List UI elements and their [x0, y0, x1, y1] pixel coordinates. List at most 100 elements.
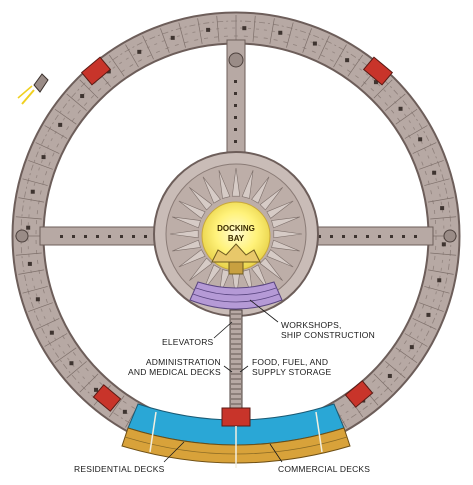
ring-window [35, 297, 40, 302]
spoke-window [234, 80, 237, 83]
hub-rib [218, 170, 231, 199]
ring-bulkhead [142, 35, 154, 60]
ring-bulkhead [54, 347, 77, 364]
spoke-window [402, 235, 405, 238]
ring-bulkhead [15, 216, 42, 220]
label-food-line2: SUPPLY STORAGE [252, 367, 332, 377]
hub-rib [189, 257, 213, 281]
ring-bulkhead [22, 178, 48, 186]
ring-window [122, 409, 127, 414]
callout-lines [163, 299, 283, 463]
spoke-window [234, 92, 237, 95]
ring-bulkhead [178, 22, 186, 48]
hub-rib [273, 229, 303, 239]
spoke-window [414, 235, 417, 238]
ring-bulkhead [66, 361, 87, 379]
ring-window [69, 361, 74, 366]
label-admin-medical: ADMINISTRATION AND MEDICAL DECKS [128, 357, 221, 377]
spoke-window [108, 235, 111, 238]
ring-bulkhead [430, 252, 457, 256]
ring-bulkhead [424, 178, 450, 186]
ring-window [58, 122, 63, 127]
ring-window [94, 387, 99, 392]
label-commercial: COMMERCIAL DECKS [278, 464, 371, 474]
spoke-window [60, 235, 63, 238]
ring-bulkhead [395, 347, 418, 364]
ring-bulkhead [373, 373, 393, 393]
ring-window [170, 35, 175, 40]
ring-window [409, 345, 414, 350]
ring-bulkhead [419, 302, 444, 312]
ring-bulkhead [216, 15, 220, 42]
ring-window [26, 225, 31, 230]
ring-bulkhead [79, 79, 99, 99]
spoke-window [120, 235, 123, 238]
ring-bulkhead [412, 142, 437, 154]
hub-rib [266, 200, 294, 219]
label-residential: RESIDENTIAL DECKS [74, 464, 165, 474]
ring-window [440, 206, 445, 211]
label-workshops-line2: SHIP CONSTRUCTION [281, 330, 375, 340]
ring-bulkhead [333, 44, 347, 68]
ring-window [398, 106, 403, 111]
ring-bulkhead [108, 395, 125, 418]
ring-bulkhead [160, 28, 170, 53]
spoke-window [72, 235, 75, 238]
hub-rib [259, 187, 283, 211]
ring-window [278, 30, 283, 35]
spoke-window [234, 140, 237, 143]
ring-bulkhead [28, 302, 53, 312]
ring-window [41, 155, 46, 160]
ring-window [106, 69, 111, 74]
spoke-window [144, 235, 147, 238]
ring-bulkhead [318, 35, 330, 60]
ring-bulkhead [286, 22, 294, 48]
ring-bulkhead [79, 373, 99, 393]
ring-bulkhead [395, 108, 418, 125]
ring-bulkhead [15, 252, 42, 256]
spoke-window [366, 235, 369, 238]
ring-window [206, 27, 211, 32]
ring-bulkhead [125, 44, 139, 68]
ring-red-modules [80, 56, 394, 412]
label-workshops-line1: WORKSHOPS, [281, 320, 342, 330]
ring-window [137, 49, 142, 54]
label-workshops: WORKSHOPS, SHIP CONSTRUCTION [281, 320, 375, 340]
spoke-window [354, 235, 357, 238]
ring-bulkhead [66, 93, 87, 111]
ring-bulkhead [269, 18, 275, 45]
label-admin-line2: AND MEDICAL DECKS [128, 367, 221, 377]
ring-bulkhead [419, 160, 444, 170]
hub-rib [189, 187, 213, 211]
ring-bulkhead [44, 125, 68, 139]
label-elevators: ELEVATORS [162, 337, 214, 347]
spoke-window [378, 235, 381, 238]
ring-bulkhead [35, 142, 60, 154]
ring-bulkhead [22, 286, 48, 294]
spoke-window [318, 235, 321, 238]
ring-bulkhead [347, 54, 364, 77]
ring-window [242, 26, 247, 31]
hub-rib [172, 239, 201, 252]
ring-bulkhead [108, 54, 125, 77]
ring-window [437, 278, 442, 283]
hub-rib [169, 229, 199, 239]
ring-window [418, 137, 423, 142]
ring-bulkhead [18, 269, 45, 275]
spoke-window [234, 128, 237, 131]
spoke-window [132, 235, 135, 238]
hub-rib [178, 249, 206, 268]
ring-bulkhead [373, 79, 393, 99]
ring-bulkhead [54, 108, 77, 125]
docking-bay-label: DOCKING BAY [208, 224, 264, 244]
ring-bulkhead [430, 216, 457, 220]
spoke-window [342, 235, 345, 238]
ring-bulkhead [427, 197, 454, 203]
ring-window [27, 261, 32, 266]
ring-bulkhead [385, 361, 406, 379]
hub-rib [271, 216, 300, 229]
ring-bulkhead [427, 269, 454, 275]
hub-rib [231, 167, 241, 197]
hub-rib [259, 257, 283, 281]
